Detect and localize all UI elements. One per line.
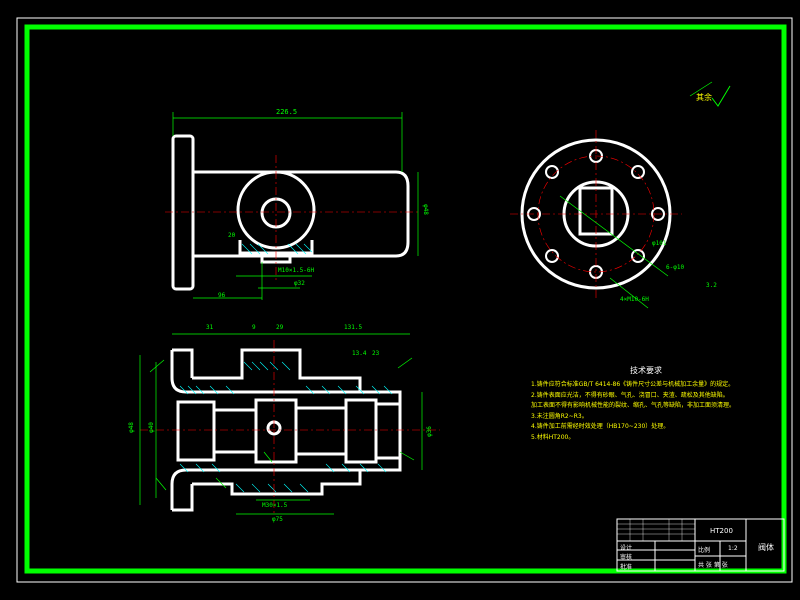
tech-note-4: 3.未注圆角R2~R3。 [531,412,588,420]
dim-circle-d3: 4×M10-6H [620,296,649,303]
tech-note-6: 5.材料HT200。 [531,433,575,441]
dim-sec-h2: φ40 [147,422,155,433]
tech-note-2: 2.铸件表面应光洁，不得有砂眼、气孔、浇冒口、夹渣、疏松及其他缺陷。 [531,391,729,399]
dim-sec-h3: φ36 [425,426,433,437]
side-view-centerlines [510,130,682,298]
tech-notes: 技术要求 1.铸件应符合标准GB/T 6414-86《铸件尺寸公差与机械加工余量… [531,365,761,443]
dim-ra: 3.2 [706,282,717,289]
dim-top-bottom: 96 [218,292,226,299]
title-block-drawn: 设计 [620,545,633,552]
title-block-material: HT200 [710,527,733,535]
dim-circle-d1: φ101 [652,240,667,247]
tech-note-3: 加工表面不得有影响机械性能的裂纹、缩孔、气孔等缺陷，非加工面须清理。 [531,402,736,409]
tech-note-5: 4.铸件加工前需经时效处理（HB170~230）处理。 [531,423,670,430]
dim-top-length: 226.5 [276,108,298,116]
dim-top-height: φ48 [421,204,429,215]
dim-sec-right1: 13.4 [352,350,367,357]
dim-sec-bottom2: φ75 [272,516,283,523]
dim-circle-d2: 6-φ10 [666,264,685,271]
dim-top-hole: φ32 [294,280,305,287]
side-view-dims [559,81,713,309]
dim-sec-bottom: M30×1.5 [262,502,288,509]
title-block-part-name: 阀体 [758,543,774,552]
outer-frame [16,17,793,583]
dim-sec-d3: 29 [276,324,284,331]
inner-frame [24,24,787,574]
section-hatch [179,361,393,493]
tech-title: 技术要求 [630,366,662,375]
section-centerlines [140,340,440,515]
top-view-centerlines [165,155,420,280]
dim-sec-right2: 23 [372,350,380,357]
section-view [170,348,402,512]
title-block-grid [617,519,695,541]
top-view-hatch [241,243,313,255]
title-block-approved: 批准 [620,564,633,571]
title-block-scale-label: 比例 [698,547,711,554]
surface-finish-label: 其余 [696,93,712,102]
dim-top-thread: M10×1.5-6H [278,267,315,274]
top-view-dims [172,112,419,300]
dim-top-small: 20 [228,232,236,239]
dim-sec-h1: φ48 [127,422,135,433]
title-block-scale-value: 1:2 [728,545,738,552]
surface-finish-symbol [711,85,731,107]
dim-sec-d1: 31 [206,324,214,331]
title-block-sheet: 共 张 第 张 [698,562,728,569]
title-block-checked: 审核 [620,554,633,561]
dim-sec-d2: 9 [252,324,256,331]
tech-note-1: 1.铸件应符合标准GB/T 6414-86《铸件尺寸公差与机械加工余量》的规定。 [531,381,735,388]
section-dims [139,333,423,515]
dim-sec-d4: 131.5 [344,324,363,331]
